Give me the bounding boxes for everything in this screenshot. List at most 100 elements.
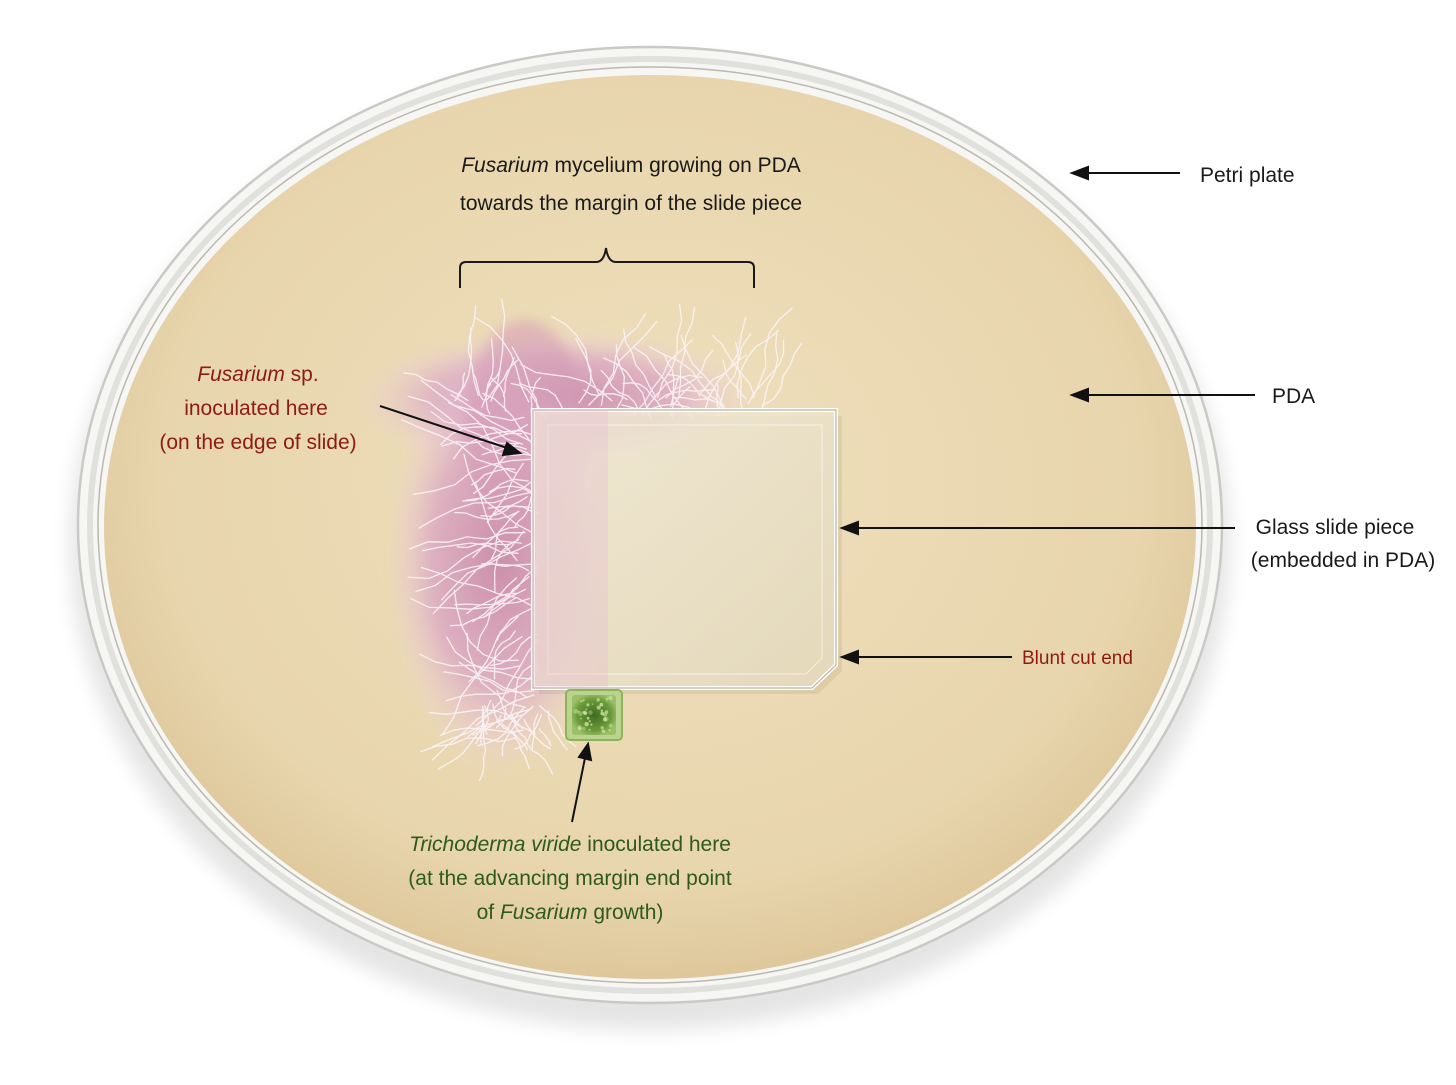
hypha-strand: [492, 703, 526, 747]
hypha-strand: [600, 369, 640, 413]
hypha-strand: [666, 374, 716, 403]
trichoderma-spore: [582, 710, 586, 715]
hypha-strand: [486, 298, 506, 401]
arrows: [379, 165, 1255, 823]
hypha-strand: [481, 338, 494, 408]
hypha-strand: [747, 339, 785, 404]
arrowhead-blunt-cut-end: [839, 649, 859, 665]
arrowhead-fusarium-inoculation: [501, 441, 523, 457]
arrowhead-petri-plate: [1069, 165, 1089, 181]
hypha-strand: [760, 330, 779, 415]
hypha-strand: [465, 481, 532, 501]
hypha-strand: [454, 597, 530, 606]
petri-plate-lip: [97, 66, 1203, 984]
hypha-strand: [490, 358, 520, 402]
trichoderma-spore: [600, 726, 604, 730]
hypha-strand: [456, 327, 473, 397]
label-mycelium-line2: towards the margin of the slide piece: [460, 192, 802, 215]
hypha-strand: [490, 376, 507, 412]
trichoderma-spore: [600, 711, 604, 716]
hypha-strand: [493, 630, 516, 680]
hypha-strand: [678, 307, 696, 399]
label-blunt-cut-end: Blunt cut end: [1022, 648, 1133, 669]
hypha-strand: [471, 366, 484, 401]
hypha-strand: [408, 532, 526, 550]
arrowhead-glass-slide: [839, 520, 859, 536]
hypha-strand: [583, 389, 628, 401]
hypha-strand: [418, 491, 535, 529]
trichoderma-spore: [596, 698, 600, 702]
label-petri-plate: Petri plate: [1200, 164, 1295, 187]
hypha-strand: [481, 445, 527, 456]
hypha-strand: [421, 542, 519, 554]
arrowhead-pda: [1069, 387, 1089, 403]
hypha-strand: [513, 731, 530, 770]
label-glass-slide-line2: (embedded in PDA): [1251, 549, 1435, 572]
trichoderma-spore: [578, 711, 583, 716]
trichoderma-spore: [582, 699, 585, 702]
hypha-strand: [480, 496, 528, 518]
hypha-strand: [511, 713, 525, 738]
hypha-strand: [656, 303, 683, 399]
hypha-strand: [472, 566, 538, 623]
hypha-strand: [633, 338, 694, 415]
label-fusarium-line1: Fusarium sp.: [197, 363, 318, 386]
label-fusarium-line2: inoculated here: [184, 397, 328, 420]
hypha-strand: [420, 737, 516, 753]
hypha-strand: [575, 337, 592, 404]
label-trichoderma-line1: Trichoderma viride inoculated here: [409, 833, 731, 856]
hypha-strand: [761, 342, 803, 407]
trichoderma-spore: [604, 710, 609, 714]
trichoderma-spore: [608, 695, 613, 701]
trichoderma-spore: [588, 728, 591, 731]
label-pda: PDA: [1272, 385, 1315, 408]
trichoderma-spore: [584, 708, 588, 711]
hypha-strand: [551, 315, 600, 396]
hypha-strand: [449, 597, 517, 627]
hypha-strand: [458, 661, 529, 699]
hypha-strand: [531, 713, 539, 752]
trichoderma-spore: [600, 709, 603, 712]
petri-plate-inner-rim: [87, 56, 1213, 994]
hypha-strand: [488, 478, 529, 493]
hypha-strand: [467, 305, 480, 397]
hypha-strand: [463, 453, 533, 533]
label-mycelium-line1: Fusarium mycelium growing on PDA: [461, 154, 801, 177]
hypha-strand: [539, 705, 577, 748]
hypha-strand: [482, 392, 536, 449]
trichoderma-spore: [608, 723, 613, 728]
trichoderma-spore: [578, 727, 582, 731]
trichoderma-spore: [596, 700, 599, 703]
trichoderma-spore: [582, 726, 586, 731]
hypha-strand: [680, 334, 725, 417]
glass-slide-piece: [531, 408, 842, 694]
hypha-strand: [518, 382, 566, 414]
hypha-strand: [588, 320, 658, 406]
hypha-strand: [490, 511, 519, 560]
hypha-strand: [466, 592, 517, 614]
hypha-strand: [474, 481, 518, 561]
hypha-strand: [479, 734, 487, 781]
trichoderma-spore: [588, 720, 591, 723]
hypha-strand: [615, 343, 625, 410]
hypha-strand: [420, 379, 531, 442]
hypha-strand: [632, 346, 695, 419]
hypha-strand: [603, 357, 652, 420]
hypha-strand: [452, 430, 535, 460]
hypha-strand: [489, 505, 540, 518]
hypha-strand: [508, 664, 532, 720]
hypha-strand: [641, 374, 703, 415]
trichoderma-spore: [599, 702, 604, 707]
hypha-strand: [407, 395, 520, 445]
hypha-strand: [446, 636, 535, 681]
hypha-strand: [496, 689, 536, 735]
label-fusarium-line3: (on the edge of slide): [159, 431, 356, 454]
hypha-strand: [445, 675, 534, 702]
label-glass-slide-line1: Glass slide piece: [1256, 516, 1415, 539]
trichoderma-spore: [577, 710, 580, 713]
hypha-strand: [468, 615, 519, 683]
hypha-strand: [407, 540, 522, 580]
hypha-strand: [428, 709, 524, 729]
